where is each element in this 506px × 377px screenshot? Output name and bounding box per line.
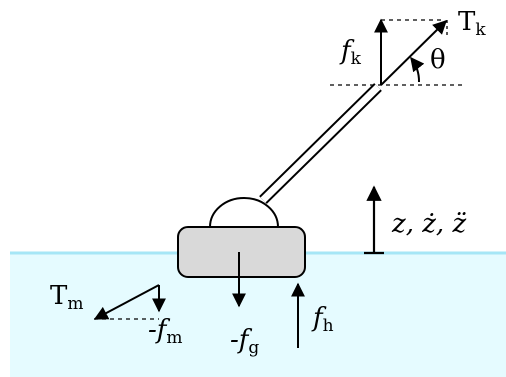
tm-arrow xyxy=(93,284,160,320)
fk-label: fk xyxy=(339,36,362,69)
fm-label: -fm xyxy=(148,315,183,348)
buoy-dome xyxy=(208,197,280,228)
theta-arc xyxy=(410,56,425,83)
buoy-body xyxy=(177,226,306,278)
motion-label: z, ż, z̈ xyxy=(391,209,466,239)
tether-rod xyxy=(259,83,382,204)
fg-label: -fg xyxy=(230,325,259,358)
tether-guides xyxy=(330,19,463,86)
tm-label: Tm xyxy=(50,281,83,314)
tk-label: Tk xyxy=(458,7,486,40)
theta-label: θ xyxy=(430,45,446,75)
tk-arrow xyxy=(380,20,447,86)
